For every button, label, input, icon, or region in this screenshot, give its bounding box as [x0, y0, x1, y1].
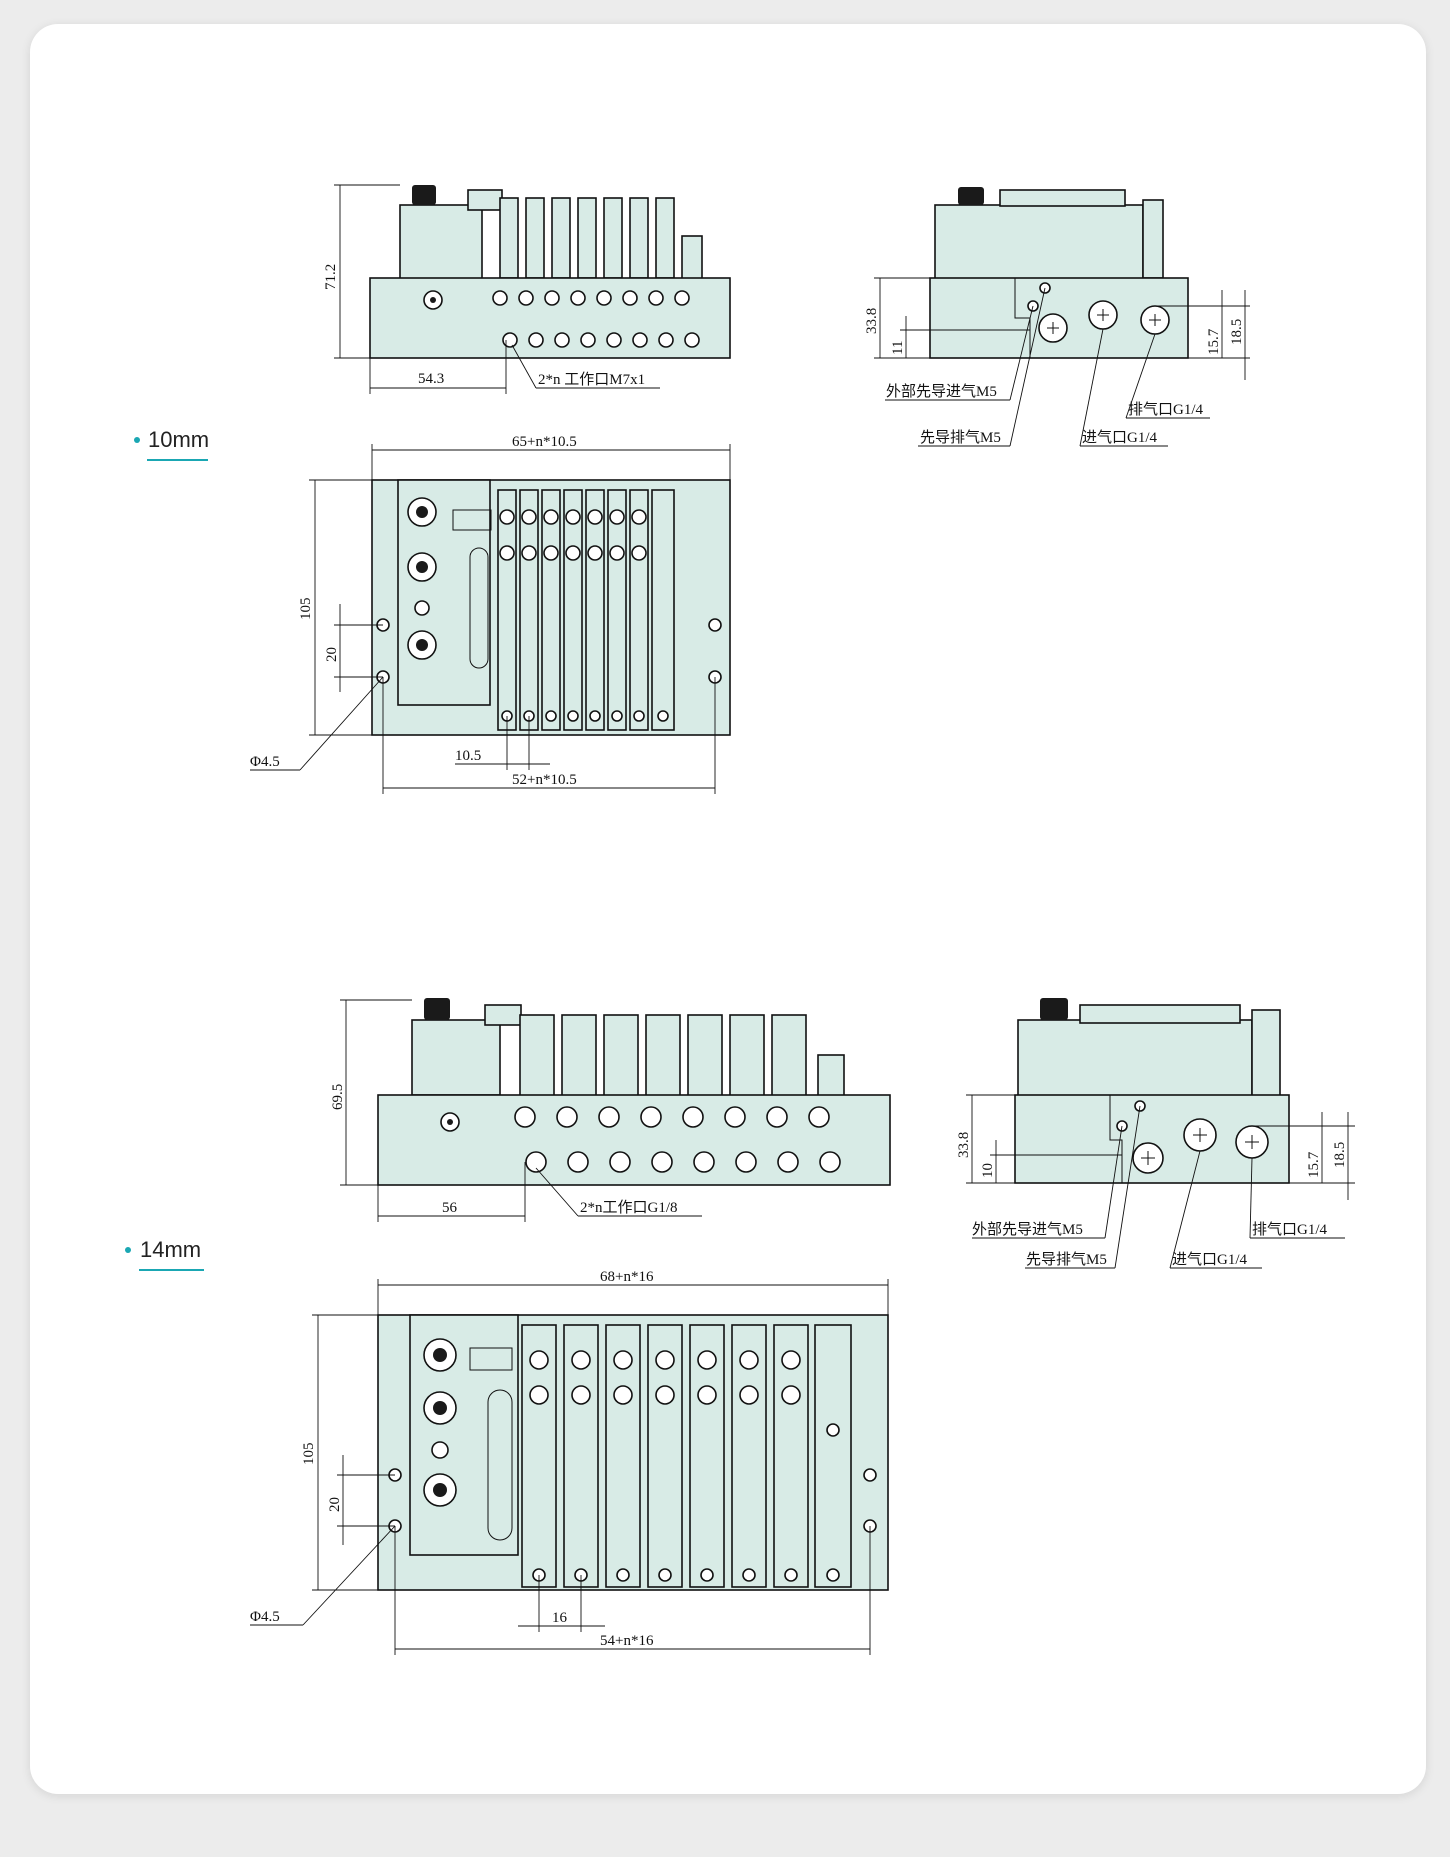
manifold-base	[369, 277, 731, 359]
label-exhaust: 排气口G1/4	[1128, 401, 1204, 418]
dim-hole-dia: Φ4.5	[250, 1609, 280, 1625]
dim-hole-dia: Φ4.5	[250, 754, 280, 770]
dim-front-ports: 2*n 工作口M7x1	[538, 371, 645, 388]
label-ext-pilot: 外部先导进气M5	[972, 1221, 1083, 1238]
bullet-icon	[125, 1247, 131, 1253]
dim-bottom-width: 52+n*10.5	[512, 772, 577, 788]
dim-front-offset: 56	[442, 1200, 458, 1216]
dim-side-height: 33.8	[864, 308, 880, 334]
manifold-base	[377, 1094, 891, 1186]
valve-stack-10mm	[497, 489, 675, 731]
top-view-14mm: 68+n*16 105 20 Φ4.5 16 54+n*16	[250, 1269, 889, 1655]
side-view-14mm: 33.8 10 15.7 18.5 外部先导进气M5 先导排气M5 进气口G1/…	[956, 998, 1355, 1269]
dim-side-r2: 18.5	[1332, 1142, 1348, 1168]
connector-icon	[412, 185, 436, 205]
dim-front-ports: 2*n工作口G1/8	[580, 1199, 678, 1216]
front-view-14mm: 69.5 56 2*n工作口G1/8	[330, 998, 891, 1222]
bullet-icon	[134, 437, 140, 443]
upper-port-row	[492, 290, 690, 306]
connector-icon	[424, 998, 450, 1020]
section-title-10mm: 10mm	[148, 427, 209, 452]
dim-top-width: 68+n*16	[600, 1269, 654, 1285]
connector-icon	[1040, 998, 1068, 1020]
top-view-10mm: 65+n*10.5 105 20 Φ4.5 10.5 52+n*10.5	[250, 434, 731, 794]
lower-port-row	[502, 332, 700, 348]
dim-side-low: 10	[980, 1163, 996, 1178]
connector-icon	[958, 187, 984, 205]
section-10mm-title: 10mm	[134, 427, 209, 461]
dim-side-r2: 18.5	[1229, 319, 1245, 345]
dim-side-height: 33.8	[956, 1132, 972, 1158]
dim-side-r1: 15.7	[1206, 328, 1222, 355]
section-title-14mm: 14mm	[140, 1237, 201, 1262]
dim-pitch: 10.5	[455, 748, 481, 764]
front-view-10mm: 71.2 54.3 2*n 工作口M7x1	[323, 184, 731, 394]
label-exhaust: 排气口G1/4	[1252, 1221, 1328, 1238]
dim-top-width: 65+n*10.5	[512, 434, 577, 450]
dim-side-r1: 15.7	[1306, 1151, 1322, 1178]
dim-top-hole-gap: 20	[324, 647, 340, 662]
label-pilot-exhaust: 先导排气M5	[920, 429, 1001, 446]
dim-front-offset: 54.3	[418, 371, 444, 387]
section-14mm-title: 14mm	[125, 1237, 204, 1271]
label-intake: 进气口G1/4	[1172, 1251, 1248, 1268]
label-intake: 进气口G1/4	[1082, 429, 1158, 446]
module-housing	[399, 204, 483, 281]
dim-top-height: 105	[298, 598, 314, 621]
side-view-10mm: 33.8 11 15.7 18.5 外部先导进气M5 先导排气M5 进气口G1/…	[864, 187, 1250, 447]
dim-front-height: 71.2	[323, 264, 339, 290]
dim-top-hole-gap: 20	[327, 1497, 343, 1512]
label-pilot-exhaust: 先导排气M5	[1026, 1251, 1107, 1268]
dim-pitch: 16	[552, 1610, 568, 1626]
label-ext-pilot: 外部先导进气M5	[886, 383, 997, 400]
dim-side-low: 11	[890, 341, 906, 355]
dim-front-height: 69.5	[330, 1084, 346, 1110]
dim-bottom-width: 54+n*16	[600, 1633, 654, 1649]
dim-top-height: 105	[301, 1443, 317, 1466]
